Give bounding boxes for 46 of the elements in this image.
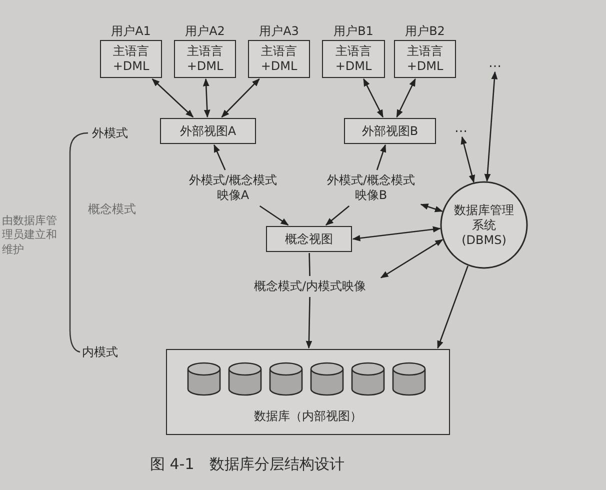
user-label: 用户B1 [332, 24, 374, 39]
arrow [460, 136, 476, 183]
mapping-label: … [454, 120, 468, 138]
program-text: 主语言 +DML [186, 44, 224, 74]
program-text: 主语言 +DML [112, 44, 150, 74]
arrow [202, 78, 210, 118]
arrow [396, 78, 416, 118]
mapping-label: 概念模式/内模式映像 [254, 279, 366, 294]
view-title: 概念视图 [285, 232, 333, 246]
arrow [221, 78, 260, 118]
arrow [420, 204, 443, 212]
arrow [306, 296, 312, 349]
arrow [325, 206, 350, 226]
user-label: 用户A1 [110, 24, 152, 39]
connector-line [308, 252, 310, 276]
arrow [376, 144, 386, 170]
database-box [166, 349, 450, 435]
database-label: 数据库（内部视图） [254, 409, 362, 424]
arrow [363, 78, 384, 118]
program-text: 主语言 +DML [260, 44, 298, 74]
level-label: 概念模式 [88, 202, 136, 218]
view-box [344, 118, 436, 144]
view-box [160, 118, 256, 144]
arrow [152, 78, 194, 118]
arrow [380, 239, 444, 278]
view-title: 外部视图A [180, 124, 236, 138]
dbms-label: 数据库管理系统(DBMS) [454, 202, 514, 248]
user-label: 用户A2 [184, 24, 226, 39]
figure-caption: 图 4-1 数据库分层结构设计 [150, 455, 344, 474]
arrow [214, 144, 226, 170]
view-box [266, 226, 352, 252]
level-label: 外模式 [92, 126, 128, 142]
arrow [259, 205, 289, 226]
user-label: 用户A3 [258, 24, 300, 39]
note-text: 由数据库管理员建立和维护 [2, 214, 58, 257]
view-title: 外部视图B [362, 124, 418, 138]
program-text: 主语言 +DML [334, 44, 373, 74]
arrow [437, 266, 468, 349]
mapping-label: 外模式/概念模式映像B [326, 173, 416, 203]
arrow [484, 71, 498, 182]
program-text: 主语言 +DML [406, 44, 444, 74]
mapping-label: … [488, 56, 502, 72]
mapping-label: 外模式/概念模式映像A [188, 173, 278, 203]
level-label: 内模式 [82, 345, 118, 361]
arrow [352, 226, 441, 242]
user-label: 用户B2 [404, 24, 446, 39]
